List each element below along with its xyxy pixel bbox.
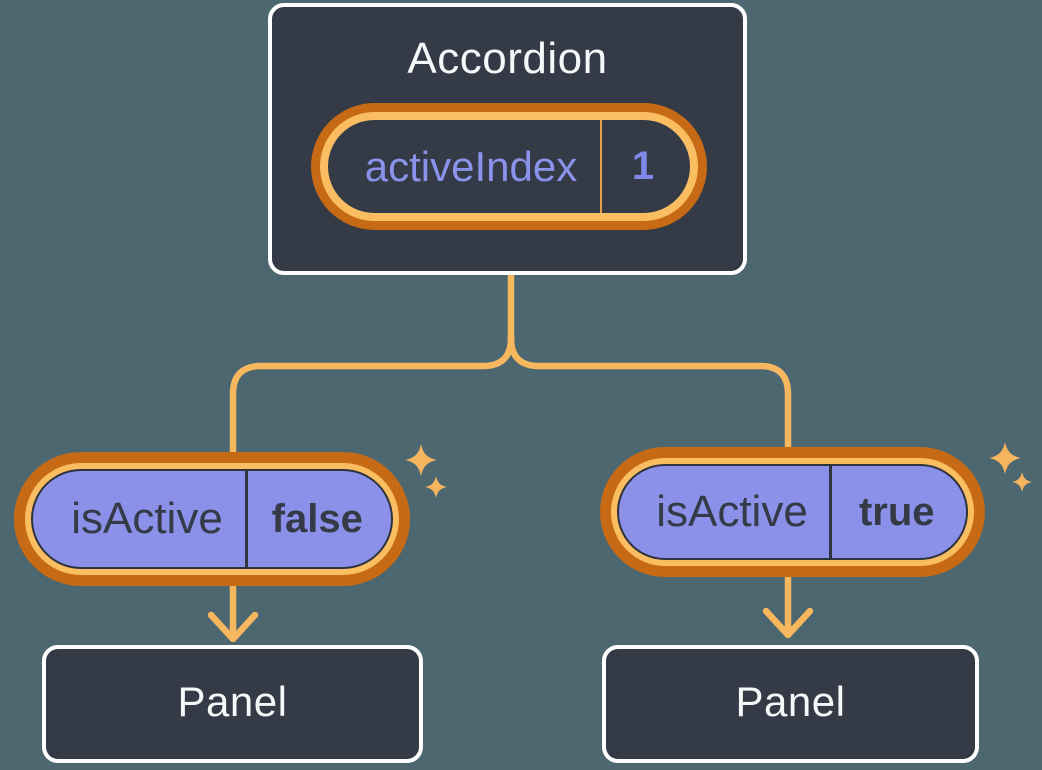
prop-pill-left: isActive false: [31, 469, 393, 569]
state-value: 1: [631, 144, 655, 188]
state-pill: activeIndex 1: [320, 112, 698, 221]
sparkle-icon: [405, 444, 437, 476]
panel-box-right: Panel: [602, 645, 979, 763]
panel-box-left: Panel: [42, 645, 423, 763]
pill-divider: [245, 471, 248, 567]
prop-name-label: isActive: [71, 494, 223, 543]
sparkle-icon: [425, 476, 447, 498]
sparkle-icon: [1012, 472, 1032, 492]
prop-value: true: [858, 489, 935, 534]
connector-left-branch: [229, 334, 515, 474]
accordion-title: Accordion: [407, 34, 608, 83]
panel-title: Panel: [177, 678, 288, 726]
left-down-arrow-icon: [207, 580, 259, 643]
right-down-arrow-icon: [762, 569, 814, 639]
panel-title: Panel: [735, 678, 846, 726]
pill-divider: [600, 120, 602, 213]
connector-right-branch: [507, 334, 792, 469]
sparkle-icon: [989, 442, 1021, 474]
prop-value: false: [271, 496, 363, 541]
prop-name-label: isActive: [656, 487, 808, 536]
state-name-label: activeIndex: [364, 142, 578, 190]
accordion-component-box: Accordion activeIndex 1: [268, 3, 747, 275]
prop-pill-right: isActive true: [617, 464, 968, 560]
pill-divider: [829, 466, 832, 558]
